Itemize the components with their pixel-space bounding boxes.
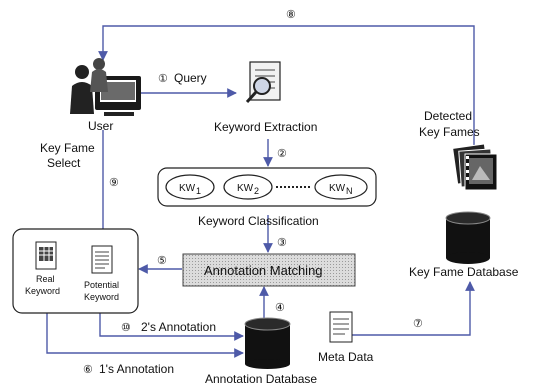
- keyword-kw1-sub: 1: [196, 186, 201, 196]
- step-7-marker: ⑦: [413, 318, 423, 330]
- film-frames-stack-icon: [452, 143, 498, 191]
- user-label: User: [88, 119, 113, 133]
- step-10-marker: ⑩: [121, 322, 131, 334]
- keyword-panel: Real Keyword Potential Keyword: [12, 228, 139, 314]
- detected-label-line2: Key Fames: [419, 125, 480, 139]
- step-3-marker: ③: [277, 237, 287, 249]
- user-at-computer-icon: [70, 58, 141, 116]
- keyword-kw1: KW 1: [165, 174, 215, 200]
- keyword-panel-box: [12, 228, 139, 314]
- key-fame-select-label-line2: Select: [47, 156, 81, 170]
- text-document-icon: [91, 245, 113, 274]
- step-1-marker: ①: [158, 73, 168, 85]
- annotation-matching-box: [182, 253, 356, 287]
- key-fame-select-label-line1: Key Fame: [40, 141, 95, 155]
- query-label: Query: [174, 71, 207, 85]
- step-9-marker: ⑨: [109, 177, 119, 189]
- detected-keyframes-node: Detected Key Fames: [419, 109, 498, 191]
- annotation-database-node: Annotation Database: [205, 317, 317, 386]
- keyword-kw2-base: KW: [237, 183, 254, 194]
- step-2-marker: ②: [277, 148, 287, 160]
- key-fame-database-label: Key Fame Database: [409, 265, 519, 279]
- keyword-kwn-base: KW: [329, 183, 346, 194]
- keyword-kw2: KW 2: [223, 174, 273, 200]
- keyword-extraction-node: Keyword Extraction: [214, 61, 317, 134]
- annotation-1s-label: 1's Annotation: [99, 362, 174, 376]
- annotation-database-label: Annotation Database: [205, 372, 317, 386]
- keyword-kwn: KW N: [314, 174, 368, 200]
- meta-data-label: Meta Data: [318, 350, 374, 364]
- user-node: User Key Fame Select: [40, 58, 141, 170]
- annotation-matching-node: Annotation Matching: [182, 253, 356, 287]
- potential-keyword-label-line2: Keyword: [84, 292, 119, 302]
- database-cylinder-icon: [445, 211, 491, 264]
- arrow-step-6: [46, 300, 244, 358]
- step-8-marker: ⑧: [286, 9, 296, 21]
- keyword-kw1-base: KW: [179, 183, 196, 194]
- magnifier-document-icon: [245, 61, 281, 104]
- spreadsheet-document-icon: [35, 241, 57, 270]
- arrow-step-8: [98, 25, 475, 145]
- potential-keyword-label-line1: Potential: [84, 280, 119, 290]
- step-6-marker: ⑥: [83, 364, 93, 376]
- keyword-kwn-sub: N: [346, 186, 353, 196]
- key-fame-database-node: Key Fame Database: [409, 211, 519, 279]
- keyword-kw2-sub: 2: [254, 186, 259, 196]
- detected-label-line1: Detected: [424, 109, 472, 123]
- annotation-matching-label: Annotation Matching: [204, 263, 323, 278]
- step-5-marker: ⑤: [157, 255, 167, 267]
- keyword-classification-node: KW 1 KW 2 KW N Keyword Classification: [157, 167, 377, 228]
- keyword-classification-label: Keyword Classification: [198, 214, 319, 228]
- meta-document-icon: [329, 311, 353, 343]
- step-4-marker: ④: [275, 302, 285, 314]
- real-keyword-label-line1: Real: [36, 274, 55, 284]
- database-cylinder-icon: [244, 317, 291, 369]
- annotation-2s-label: 2's Annotation: [141, 320, 216, 334]
- arrow-step-7: [352, 281, 475, 336]
- meta-data-node: Meta Data: [318, 311, 374, 364]
- flow-arrows: [46, 25, 475, 358]
- real-keyword-label-line2: Keyword: [25, 286, 60, 296]
- keyword-extraction-label: Keyword Extraction: [214, 120, 317, 134]
